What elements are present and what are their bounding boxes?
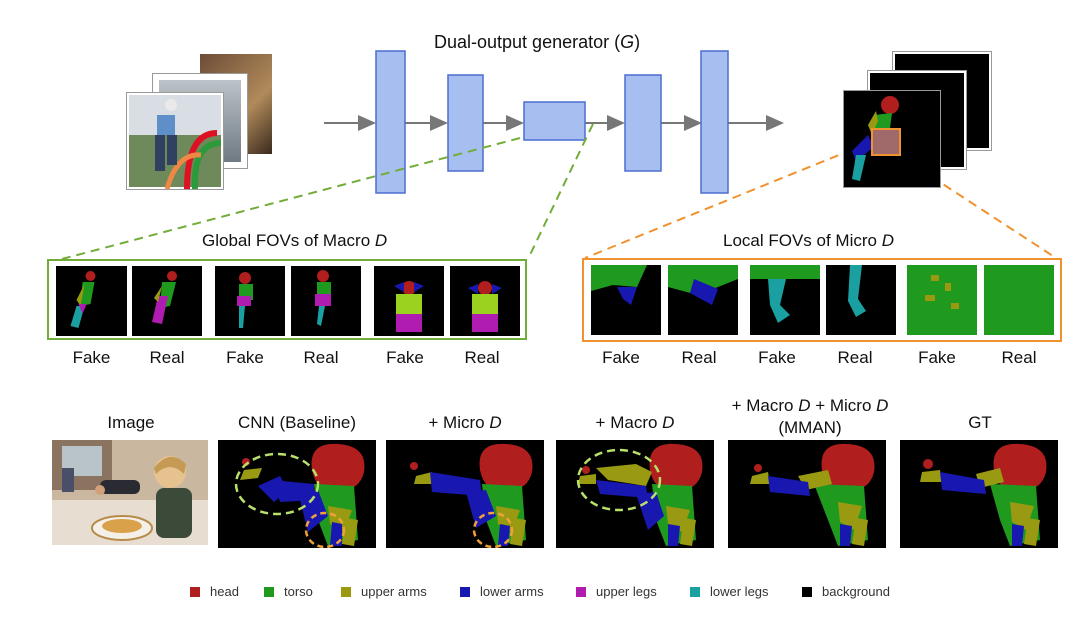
col-title-gt: GT <box>968 413 992 432</box>
micro-label-1: Fake <box>602 348 640 367</box>
macro-fake-3 <box>374 266 444 336</box>
micro-label-3: Fake <box>758 348 796 367</box>
macro-fake-2 <box>215 266 285 336</box>
legend-item-torso: torso <box>264 584 313 599</box>
gen-block-5 <box>700 50 729 194</box>
legend-swatch-upper-legs <box>576 587 586 597</box>
micro-real-1 <box>668 265 738 335</box>
micro-label-4: Real <box>837 348 873 367</box>
legend-swatch-head <box>190 587 200 597</box>
macro-label-5: Fake <box>386 348 424 367</box>
micro-fake-2 <box>750 265 820 335</box>
col-title-mman: + Macro D + Micro D(MMAN) <box>731 396 889 437</box>
legend-swatch-lower-legs <box>690 587 700 597</box>
micro-real-2 <box>826 265 896 335</box>
macro-real-3 <box>450 266 520 336</box>
macro-panel <box>47 259 527 340</box>
col-title-image: Image <box>107 413 155 432</box>
micro-label-2: Real <box>681 348 717 367</box>
macro-label-4: Real <box>303 348 339 367</box>
legend-swatch-upper-arms <box>341 587 351 597</box>
col-title-macro: + Macro D <box>595 413 675 432</box>
legend-item-lower-arms: lower arms <box>460 584 544 599</box>
macro-panel-title: Global FOVs of Macro D <box>202 231 388 250</box>
col-title-micro: + Micro D <box>428 413 502 432</box>
gen-block-1 <box>375 50 406 194</box>
macro-label-2: Real <box>149 348 185 367</box>
result-cnn-baseline <box>218 440 376 548</box>
legend-item-lower-legs: lower legs <box>690 584 769 599</box>
macro-real-2 <box>291 266 361 336</box>
macro-label-1: Fake <box>72 348 111 367</box>
generator-title: Dual-output generator (G) <box>434 32 641 52</box>
micro-panel <box>582 258 1062 342</box>
micro-real-3 <box>984 265 1054 335</box>
result-micro-d <box>386 440 544 548</box>
macro-real-1 <box>132 266 202 336</box>
micro-fake-1 <box>591 265 661 335</box>
result-mman <box>728 440 886 548</box>
legend-item-background: background <box>802 584 890 599</box>
result-macro-d <box>556 440 714 548</box>
legend-swatch-background <box>802 587 812 597</box>
input-photo <box>126 92 224 190</box>
legend-swatch-lower-arms <box>460 587 470 597</box>
gen-block-4 <box>624 74 662 172</box>
micro-fake-3 <box>907 265 977 335</box>
legend-swatch-torso <box>264 587 274 597</box>
col-title-cnn: CNN (Baseline) <box>237 413 357 432</box>
output-seg-stack <box>843 52 993 192</box>
macro-fake-1 <box>56 266 127 336</box>
micro-label-5: Fake <box>918 348 956 367</box>
macro-label-3: Fake <box>226 348 264 367</box>
input-photo-stack <box>126 54 276 192</box>
micro-panel-title: Local FOVs of Micro D <box>723 231 894 250</box>
result-gt <box>900 440 1058 548</box>
legend-item-upper-arms: upper arms <box>341 584 427 599</box>
macro-label-6: Real <box>464 348 500 367</box>
result-input-image <box>52 440 208 545</box>
micro-label-6: Real <box>1001 348 1037 367</box>
legend-item-upper-legs: upper legs <box>576 584 657 599</box>
legend-item-head: head <box>190 584 239 599</box>
gen-block-2 <box>447 74 484 172</box>
gen-block-3 <box>523 101 586 141</box>
